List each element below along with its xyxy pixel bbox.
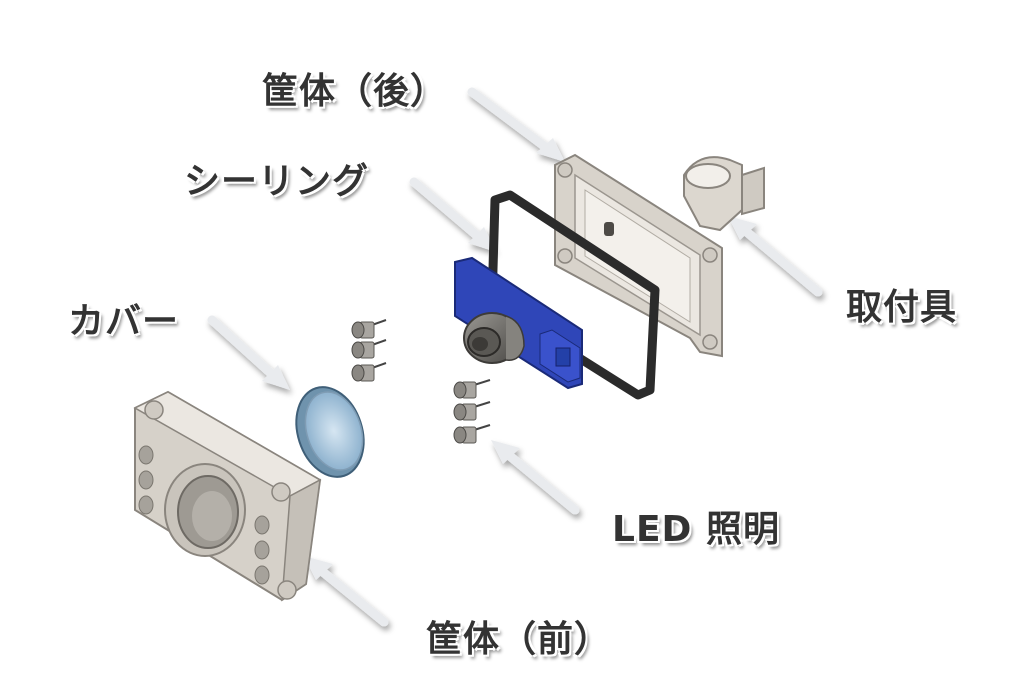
label-sealing-ring: シーリング bbox=[184, 161, 370, 202]
led-lower-2 bbox=[453, 401, 491, 421]
rear-housing-part bbox=[554, 153, 723, 358]
label-led: LED 照明 bbox=[612, 509, 780, 550]
led-upper-2 bbox=[351, 339, 387, 359]
arrow-housing-rear bbox=[467, 87, 565, 162]
label-cover: カバー bbox=[68, 301, 180, 342]
arrow-cover bbox=[207, 315, 290, 390]
led-upper-3 bbox=[351, 362, 387, 382]
led-lower-3 bbox=[453, 424, 491, 444]
led-group-lower bbox=[453, 379, 491, 444]
led-upper-1 bbox=[351, 319, 387, 339]
led-lower-1 bbox=[453, 379, 491, 399]
label-housing-front: 筐体（前） bbox=[426, 619, 612, 660]
arrow-mount bbox=[728, 216, 823, 297]
arrow-housing-front bbox=[304, 556, 389, 627]
label-housing-rear: 筐体（後） bbox=[262, 71, 448, 112]
cover-glass-part bbox=[295, 386, 365, 478]
led-group-upper bbox=[351, 319, 387, 382]
arrow-sealing-ring bbox=[409, 177, 496, 252]
label-mount: 取付具 bbox=[846, 287, 958, 328]
arrow-led bbox=[491, 440, 580, 515]
front-housing-part bbox=[133, 390, 322, 602]
camera-pcb-part bbox=[454, 256, 583, 390]
mount-bracket-part bbox=[683, 156, 765, 232]
